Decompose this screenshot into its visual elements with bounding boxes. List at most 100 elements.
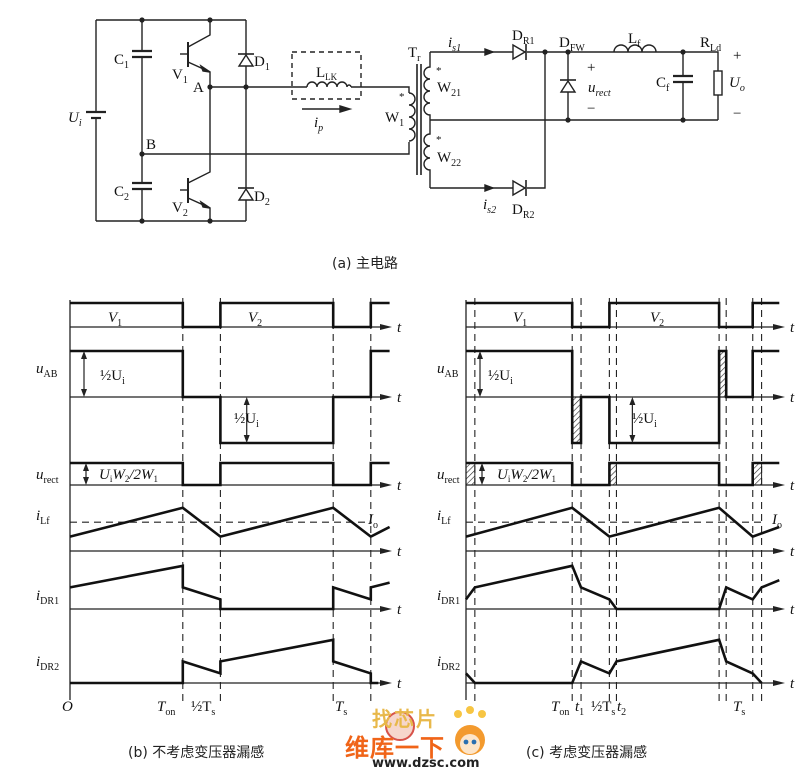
waveform-ilf bbox=[465, 506, 780, 539]
wire-is2 bbox=[430, 52, 546, 189]
label-is2: is2 bbox=[483, 197, 496, 216]
tick-t1-c: t1 bbox=[575, 699, 584, 718]
row-label-idr2: iDR2 bbox=[437, 654, 460, 673]
label-rld: RLd bbox=[700, 35, 721, 54]
label-urect-minus: − bbox=[587, 101, 595, 117]
axis-arrow-icon bbox=[380, 606, 392, 612]
axis-arrow-icon bbox=[773, 324, 785, 330]
axis-arrow-icon bbox=[773, 606, 785, 612]
waveform-urect bbox=[70, 461, 390, 487]
label-v2: V2 bbox=[172, 200, 188, 219]
axis-arrow-icon bbox=[380, 482, 392, 488]
row-label-uab: uAB bbox=[437, 361, 459, 380]
label-dfw: DFW bbox=[559, 35, 585, 54]
label-half-ui-b2: ½Ui bbox=[234, 411, 259, 430]
tick-ton-c: Ton bbox=[551, 699, 569, 718]
label-tr: Tr bbox=[408, 45, 421, 64]
inductor-llk bbox=[306, 81, 352, 88]
axis-label-t: t bbox=[397, 320, 402, 336]
axis-arrow-icon bbox=[380, 324, 392, 330]
winding-w22 bbox=[423, 120, 431, 188]
main-circuit bbox=[86, 19, 723, 222]
diode-d1 bbox=[237, 53, 255, 67]
axis-label-t: t bbox=[790, 320, 795, 336]
label-cf: Cf bbox=[656, 75, 670, 94]
axis-label-t: t bbox=[790, 544, 795, 560]
urect-overlap-hatch bbox=[465, 462, 476, 486]
row-label-ilf: iLf bbox=[36, 508, 50, 527]
label-half-ui-c1: ½Ui bbox=[488, 368, 513, 387]
axis-arrow-icon bbox=[380, 548, 392, 554]
label-w22: W22 bbox=[437, 150, 461, 169]
junction-dots bbox=[139, 17, 686, 224]
wire-transistor-column bbox=[187, 20, 211, 221]
row-label-idr2: iDR2 bbox=[36, 654, 59, 673]
label-ui: Ui bbox=[68, 110, 82, 129]
row-labels-b: uAB urect iLf iDR1 iDR2 bbox=[36, 361, 59, 673]
label-llk: LLK bbox=[316, 65, 338, 82]
axis-label-t: t bbox=[397, 676, 402, 692]
label-dr1: DR1 bbox=[512, 28, 535, 47]
waveform-uab bbox=[466, 349, 780, 445]
label-urect-amplitude-c: UiW2/2W1 bbox=[497, 467, 556, 484]
annotations-c: V1 V2 ½Ui ½Ui UiW2/2W1 Io Ton t1 ½Ts t2 … bbox=[488, 310, 782, 718]
waveform-idr2 bbox=[465, 638, 763, 685]
inductor-lf bbox=[613, 44, 657, 53]
axis-arrow-icon bbox=[773, 548, 785, 554]
waveform-ilf bbox=[69, 506, 391, 539]
axis-label-t: t bbox=[790, 390, 795, 406]
label-w1: W1 bbox=[385, 110, 404, 129]
axis-arrow-icon bbox=[773, 394, 785, 400]
watermark-line2: 维库一下 bbox=[345, 734, 445, 762]
label-io-b: Io bbox=[367, 512, 378, 531]
waveform-urect bbox=[466, 461, 780, 487]
watermark-line1: 找芯片 bbox=[372, 707, 438, 731]
watermark-mascot-icon bbox=[385, 706, 486, 755]
wire-node-b bbox=[142, 142, 410, 155]
waveform-idr2 bbox=[70, 638, 379, 685]
row-label-idr1: iDR1 bbox=[36, 588, 59, 607]
axis-label-t: t bbox=[397, 602, 402, 618]
axis-label-t: t bbox=[397, 390, 402, 406]
dot-mark-w1: * bbox=[399, 91, 405, 103]
waveform-panel-c: t t t t t t bbox=[464, 298, 795, 702]
axis-label-t: t bbox=[790, 676, 795, 692]
annotations-b: V1 V2 ½Ui ½Ui UiW2/2W1 Io O Ton ½Ts Ts bbox=[62, 310, 378, 718]
dot-mark-w22: * bbox=[436, 134, 442, 146]
tick-ts-c: Ts bbox=[733, 699, 745, 718]
label-w21: W21 bbox=[437, 80, 461, 99]
label-urect-amplitude-b: UiW2/2W1 bbox=[99, 467, 158, 484]
waveform-v1-v2-drive bbox=[466, 301, 780, 329]
label-urect-plus: + bbox=[587, 60, 595, 76]
caption-main-circuit: (a) 主电路 bbox=[332, 256, 398, 272]
label-node-a: A bbox=[193, 80, 204, 96]
label-half-ui-b1: ½Ui bbox=[100, 368, 125, 387]
label-node-b: B bbox=[146, 137, 156, 153]
tick-ts-b: Ts bbox=[335, 699, 347, 718]
winding-w1 bbox=[408, 92, 416, 142]
transistor-v1-emitter-arrow bbox=[199, 64, 211, 73]
label-uo-plus: + bbox=[733, 48, 741, 64]
axis-label-t: t bbox=[397, 544, 402, 560]
label-io-c: Io bbox=[771, 512, 782, 531]
axis-arrow-icon bbox=[773, 482, 785, 488]
row-label-urect: urect bbox=[437, 467, 460, 486]
circuit-labels: Ui C1 C2 V1 V2 D1 D2 A B LLK ip W1 * Tr … bbox=[68, 28, 745, 221]
winding-w21 bbox=[423, 52, 431, 120]
urect-overlap-hatch bbox=[752, 462, 763, 486]
resistor-rld bbox=[713, 70, 723, 96]
label-v2-b: V2 bbox=[248, 310, 262, 329]
leakage-box bbox=[291, 51, 362, 100]
diode-d2 bbox=[237, 187, 255, 201]
label-is1: is1 bbox=[448, 35, 461, 54]
axis-arrow-icon bbox=[380, 394, 392, 400]
axis-label-t: t bbox=[790, 602, 795, 618]
axis-label-t: t bbox=[790, 478, 795, 494]
tick-origin-b: O bbox=[62, 699, 73, 715]
label-v1-c: V1 bbox=[513, 310, 527, 329]
tick-half-ts-c: ½Ts bbox=[591, 699, 615, 718]
row-label-idr1: iDR1 bbox=[437, 588, 460, 607]
diode-dr2 bbox=[512, 179, 527, 197]
